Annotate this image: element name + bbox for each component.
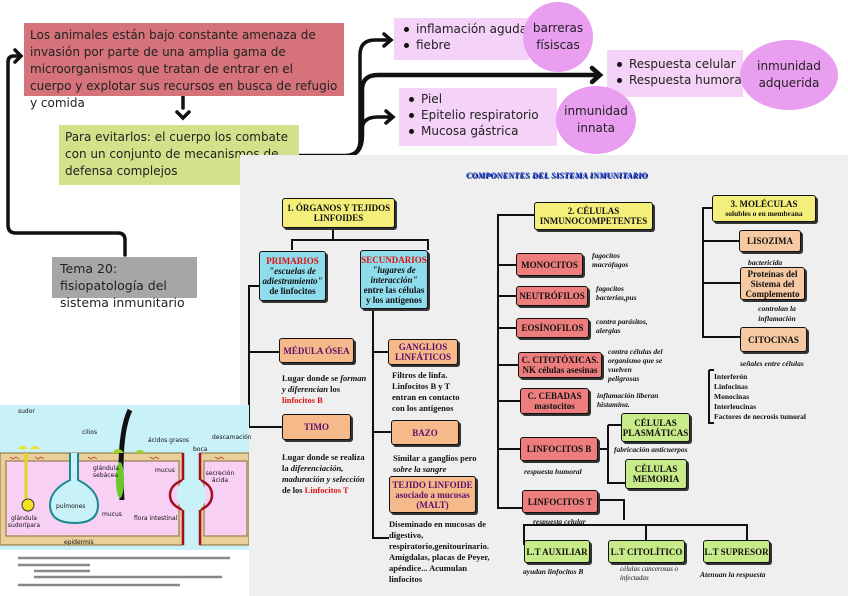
ganglios-desc: Filtros de linfa. Linfocitos B y T entra…	[392, 370, 460, 413]
secundarios-box: SECUNDARIOS "lugares de interacción" ent…	[360, 250, 428, 309]
label-secrecion-acida: secreción ácida	[205, 470, 235, 484]
primarios-quote: "escuelas de adiestramiento"	[262, 266, 323, 286]
arrow-topic-to-intro	[6, 48, 127, 257]
immune-system-concept-map: COMPONENTES DEL SISTEMA INMUNITARIO 1. Ó…	[240, 155, 848, 596]
list-item: Piel	[405, 91, 551, 107]
bazo-desc: Similar a ganglios pero sobre la sangre	[393, 453, 477, 474]
label-boca: boca	[193, 446, 208, 453]
secundarios-head: SECUNDARIOS	[361, 254, 427, 265]
primarios-head: PRIMARIOS	[266, 256, 319, 266]
label-mucus: mucus	[155, 467, 175, 474]
list-item: fiebre	[400, 37, 523, 53]
ganglios-box: GANGLIOS LINFÁTICOS	[388, 339, 458, 365]
linfocitos-b-note: respuesta humoral	[524, 467, 582, 476]
citocinas-box: CITOCINAS	[740, 327, 807, 352]
lt-citolitico-note: células cancerosas o infectadas	[620, 565, 679, 582]
barrier-diagram: sudor cilios ácidos grasos descamación b…	[0, 405, 252, 596]
label-descamacion: descamación	[212, 434, 252, 441]
label-acidos-grasos: ácidos grasos	[148, 437, 190, 444]
lt-citolitico-box: L.T CITOLÍTICO	[608, 540, 685, 563]
citotoxicas-box: C. CITOTÓXICAS. NK células asesinas	[518, 352, 602, 378]
barreras-bubble: barreras físiscas	[523, 2, 593, 72]
linfocitos-t-note: respuesta celular	[533, 517, 586, 526]
primarios-box: PRIMARIOS "escuelas de adiestramiento" d…	[259, 251, 326, 301]
label-cilios: cilios	[82, 429, 98, 436]
linfocitos-t-box: LINFOCITOS T	[522, 490, 598, 513]
linfocitos-b-box: LINFOCITOS B	[520, 437, 598, 461]
secundarios-quote: "lugares de interacción"	[370, 264, 418, 285]
intro-box: Los animales están bajo constante amenaz…	[24, 23, 344, 110]
proteinas-note: controlan la inflamación	[758, 304, 796, 323]
celulas-box: 2. CÉLULAS INMUNOCOMPETENTES	[534, 202, 653, 230]
monocitos-box: MONOCITOS	[516, 253, 583, 276]
barrier-illustration	[0, 405, 249, 587]
monocitos-note: fagocitos macrófagos	[592, 251, 629, 269]
list-item: Respuesta celular	[613, 56, 737, 72]
primarios-rest: de linfocitos	[269, 286, 316, 296]
list-item: inflamación aguda	[400, 21, 527, 37]
label-epidermis: epidermis	[64, 539, 94, 546]
label-flora-intestinal: flora intestinal	[134, 515, 178, 522]
list-item: Epitelio respiratorio	[405, 107, 551, 123]
malt-desc: Diseminado en mucosas de digestivo, resp…	[389, 519, 490, 584]
eosinofilos-note: contra parásitos, alergias	[596, 317, 648, 335]
innata-bubble: inmunidad innata	[556, 86, 636, 154]
bazo-box: BAZO	[391, 420, 459, 445]
neutrofilos-note: fagocitos bacterias,pus	[596, 284, 637, 302]
list-item: Respuesta humoral	[613, 72, 745, 88]
citotoxicas-note: contra células del organismo que se vuel…	[608, 347, 663, 383]
arrow-intro-to-defense	[175, 94, 191, 121]
lisozima-note: bactericida	[748, 258, 783, 267]
adquirida-list: Respuesta celular Respuesta humoral	[607, 50, 745, 97]
list-item: Mucosa gástrica	[405, 123, 551, 139]
timo-desc: Lugar donde se realiza la diferenciación…	[282, 452, 365, 495]
label-pulmones: pulmones	[56, 503, 86, 510]
lt-supresor-note: Atenuan la respuesta	[700, 570, 766, 579]
organos-box: 1. ÓRGANOS Y TEJIDOS LINFOIDES	[282, 198, 395, 228]
citocinas-note: señales entre células	[740, 359, 804, 368]
adquirida-bubble: inmunidad adquerida	[740, 40, 838, 110]
label-glandula-sudoripara: glándula sudorípara	[7, 515, 41, 529]
arrow-to-innata	[360, 109, 396, 132]
arrow-to-adquirida	[297, 65, 604, 159]
cebadas-box: C. CEBADAS mastocitos	[520, 388, 589, 414]
lt-auxiliar-box: L.T AUXILIAR	[524, 540, 590, 563]
topic-box: Tema 20: fisiopatología del sistema inmu…	[52, 257, 197, 310]
plasmaticas-box: CÉLULAS PLASMÁTICAS	[621, 413, 690, 442]
innata-list: Piel Epitelio respiratorio Mucosa gástri…	[399, 88, 557, 146]
medula-desc: Lugar donde se forman y diferencian los …	[282, 373, 367, 405]
map-title: COMPONENTES DEL SISTEMA INMUNITARIO	[466, 171, 648, 180]
memoria-box: CÉLULAS MEMORIA	[625, 459, 687, 489]
proteinas-box: Proteínas del Sistema del Complemento	[740, 267, 805, 300]
lt-auxiliar-note: ayudan linfocitos B	[523, 567, 584, 576]
plasmaticas-note: fabricación anticuerpos	[614, 445, 688, 454]
medula-box: MÉDULA ÓSEA	[279, 338, 354, 363]
lisozima-box: LISOZIMA	[739, 230, 801, 252]
label-glandula-sebacea: glándula sebácea	[93, 465, 119, 479]
secundarios-rest: entre las células y los antígenos	[363, 284, 425, 305]
cebadas-note: inflamación liberan histamina.	[597, 391, 659, 409]
neutrofilos-box: NEUTRÓFILOS	[516, 286, 588, 306]
lt-supresor-box: L.T SUPRESOR	[703, 540, 770, 563]
barreras-list: inflamación aguda fiebre	[394, 18, 529, 60]
map-lines	[248, 207, 748, 545]
label-mucus-pulmones: mucus	[102, 511, 122, 518]
eosinofilos-box: EOSÍNOFILOS	[516, 318, 589, 338]
label-sudor: sudor	[18, 408, 35, 415]
timo-box: TIMO	[282, 414, 351, 440]
